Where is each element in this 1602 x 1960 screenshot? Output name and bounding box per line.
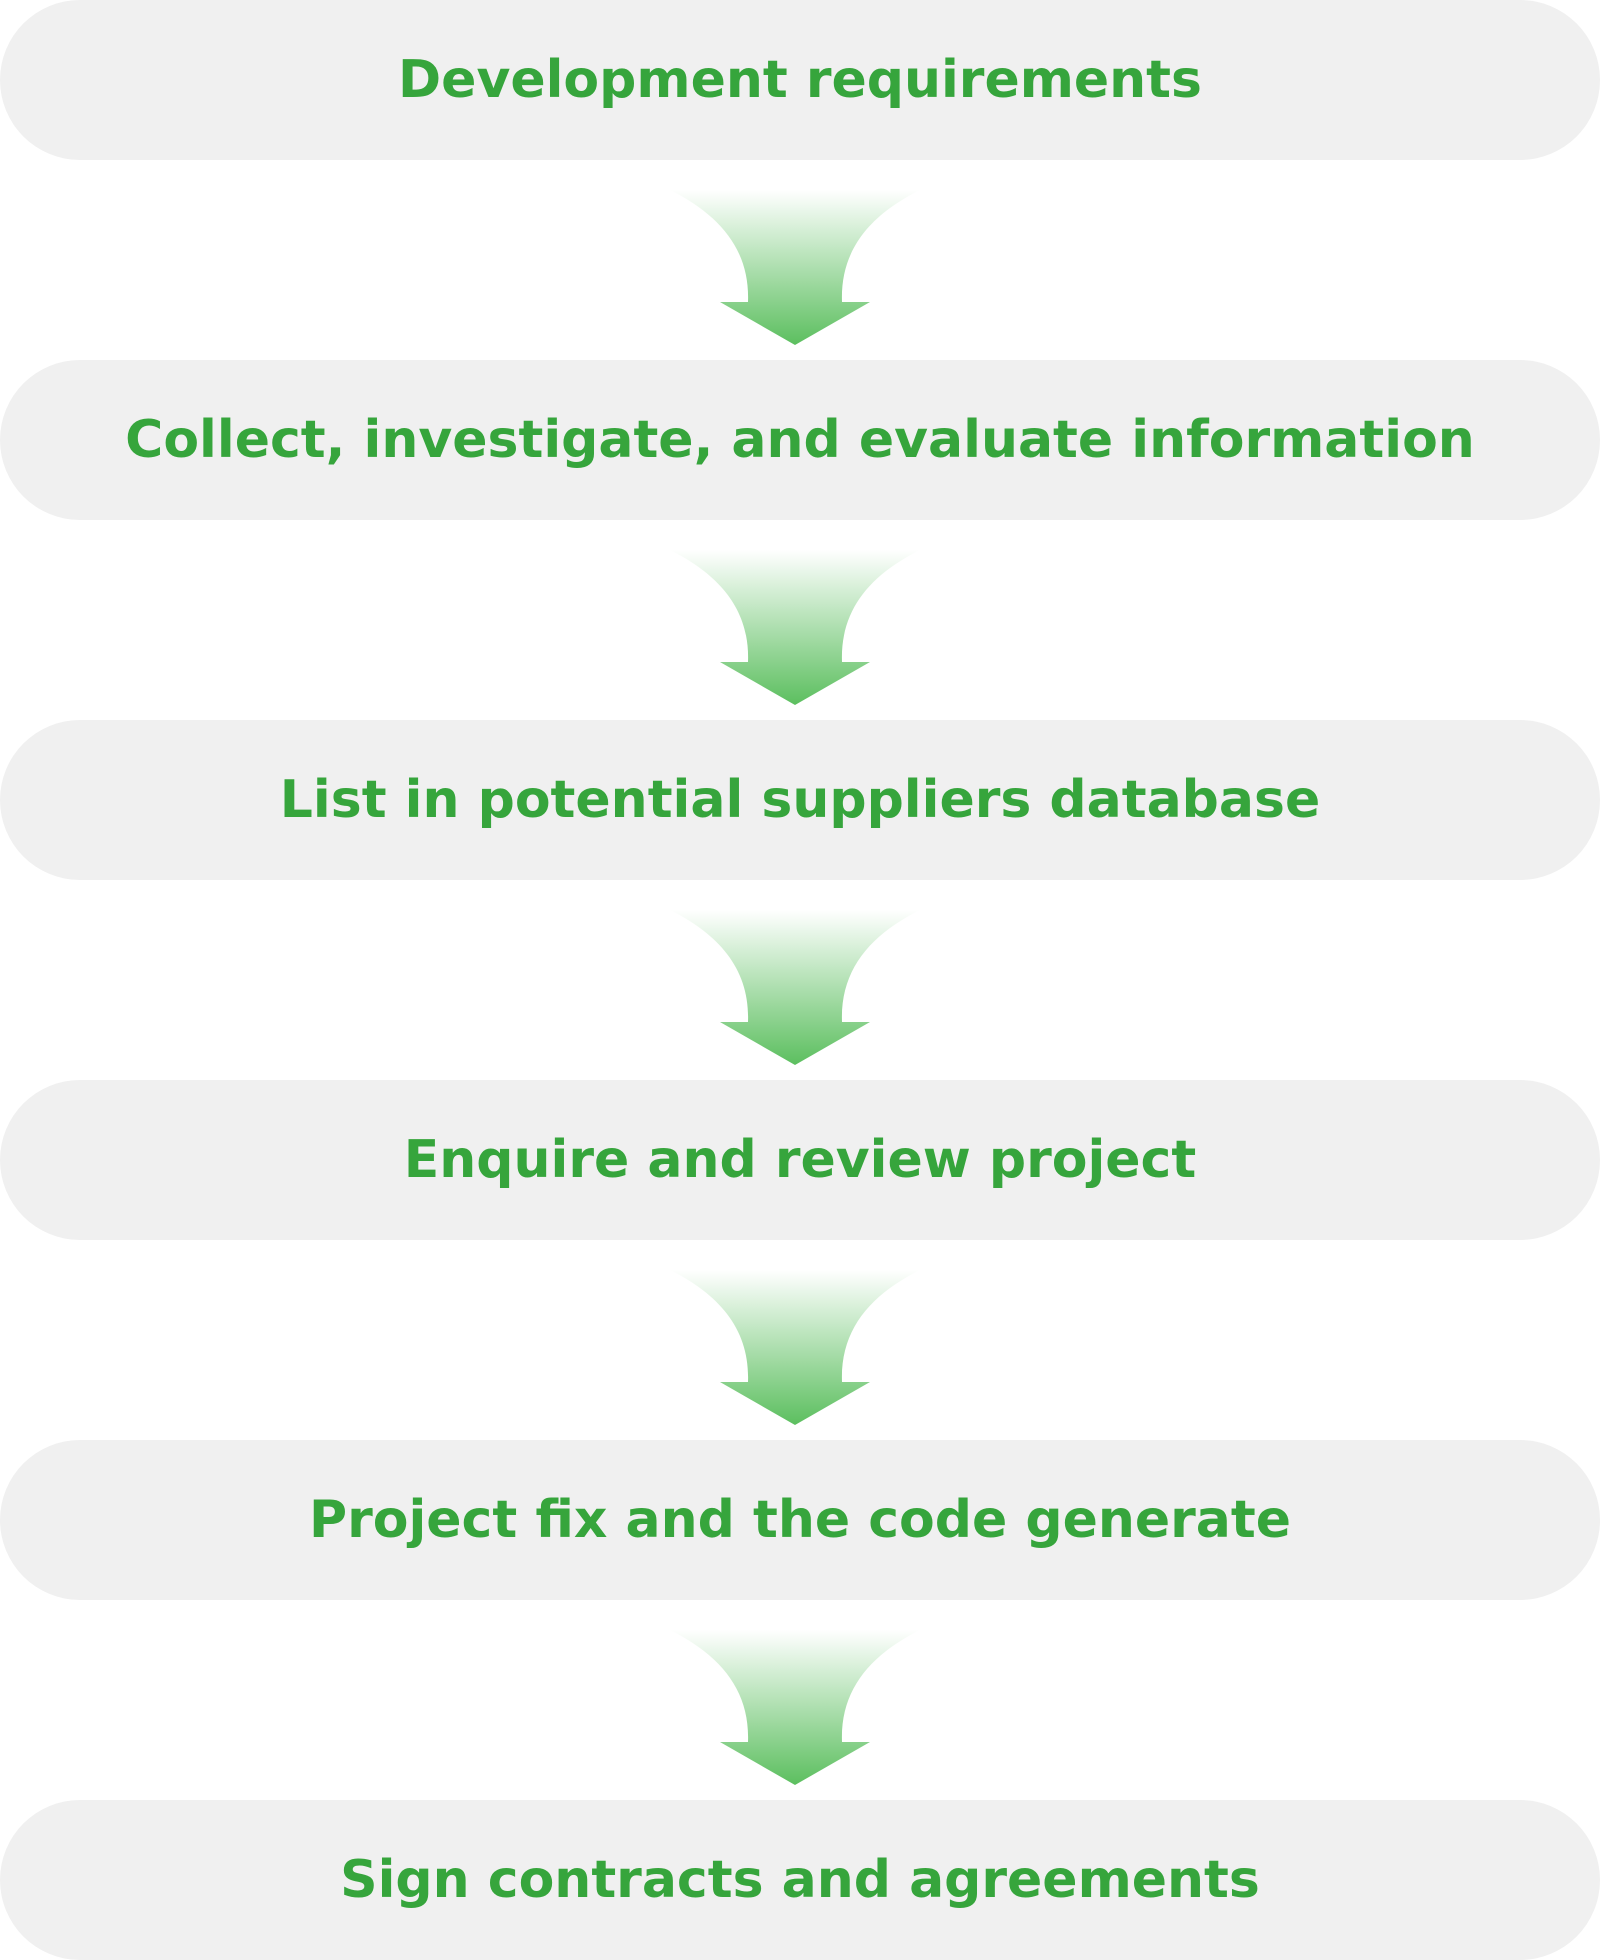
step-box-3: List in potential suppliers database <box>0 720 1600 880</box>
step-box-5: Project fix and the code generate <box>0 1440 1600 1600</box>
down-arrow-icon <box>670 1270 920 1425</box>
step-label: Enquire and review project <box>403 1130 1197 1190</box>
down-arrow-shape <box>670 910 920 1065</box>
step-label: Project fix and the code generate <box>308 1490 1291 1550</box>
step-box-1: Development requirements <box>0 0 1600 160</box>
step-label: Collect, investigate, and evaluate infor… <box>125 410 1475 470</box>
step-label: Sign contracts and agreements <box>340 1850 1260 1910</box>
step-box-6: Sign contracts and agreements <box>0 1800 1600 1960</box>
down-arrow-shape <box>670 1270 920 1425</box>
step-label: List in potential suppliers database <box>279 770 1321 830</box>
down-arrow-icon <box>670 190 920 345</box>
down-arrow-shape <box>670 550 920 705</box>
step-box-2: Collect, investigate, and evaluate infor… <box>0 360 1600 520</box>
down-arrow-icon <box>670 1630 920 1785</box>
down-arrow-icon <box>670 910 920 1065</box>
step-box-4: Enquire and review project <box>0 1080 1600 1240</box>
down-arrow-shape <box>670 1630 920 1785</box>
down-arrow-shape <box>670 190 920 345</box>
step-label: Development requirements <box>398 50 1202 110</box>
down-arrow-icon <box>670 550 920 705</box>
